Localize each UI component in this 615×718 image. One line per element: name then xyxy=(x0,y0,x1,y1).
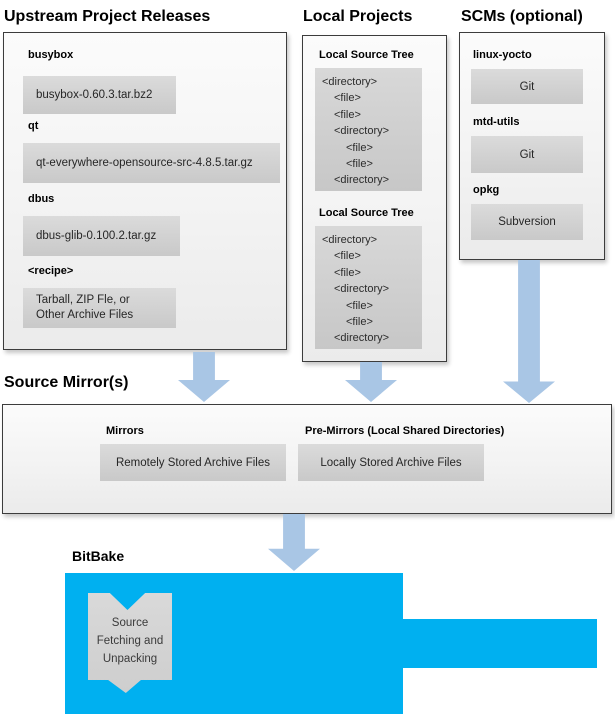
tree-line: <file> xyxy=(334,250,361,263)
scms-panel: linux-yocto Git mtd-utils Git opkg Subve… xyxy=(459,32,605,260)
tree-line: <directory> xyxy=(322,234,378,246)
archive-types-box: Tarball, ZIP Fle, or Other Archive Files xyxy=(23,288,176,328)
scm-type-box: Git xyxy=(471,69,583,104)
tree-line: <directory> xyxy=(322,76,378,88)
tree-line: <directory> xyxy=(334,332,390,345)
tree-line: <directory> xyxy=(334,125,390,138)
scm-recipe-label: mtd-utils xyxy=(473,116,520,128)
local-source-tree-label: Local Source Tree xyxy=(319,49,414,61)
tree-line: <file> xyxy=(346,316,373,329)
scm-type-box: Git xyxy=(471,136,583,173)
tree-line: <file> xyxy=(346,299,373,312)
source-tree-box: <directory> <file> <file> <directory> <f… xyxy=(315,226,422,349)
mirrors-box: Remotely Stored Archive Files xyxy=(100,444,286,481)
mirrors-label: Mirrors xyxy=(106,425,144,437)
tree-line: <file> xyxy=(334,108,361,121)
bitbake-shape-arm xyxy=(403,619,597,668)
source-tree-box: <directory> <file> <file> <directory> <f… xyxy=(315,68,422,191)
tree-line: <file> xyxy=(334,92,361,105)
source-mirrors-title: Source Mirror(s) xyxy=(4,374,129,391)
local-projects-title: Local Projects xyxy=(303,8,413,25)
scm-type-box: Subversion xyxy=(471,204,583,240)
scms-title: SCMs (optional) xyxy=(461,8,583,25)
upstream-releases-panel: busybox busybox-0.60.3.tar.bz2 qt qt-eve… xyxy=(3,32,287,350)
tree-line: <file> xyxy=(334,266,361,279)
recipe-name-label: dbus xyxy=(28,193,55,205)
pre-mirrors-box: Locally Stored Archive Files xyxy=(298,444,484,481)
recipe-name-label: busybox xyxy=(28,49,74,61)
tarball-box: qt-everywhere-opensource-src-4.8.5.tar.g… xyxy=(23,143,280,183)
upstream-releases-title: Upstream Project Releases xyxy=(4,8,211,25)
tree-line: <directory> xyxy=(334,174,390,187)
bitbake-title: BitBake xyxy=(72,548,125,564)
tree-line: <file> xyxy=(346,141,373,154)
down-arrow-icon xyxy=(268,514,320,571)
local-source-tree-label: Local Source Tree xyxy=(319,207,414,219)
down-arrow-icon xyxy=(503,260,555,403)
tree-line: <file> xyxy=(346,158,373,171)
recipe-name-label: <recipe> xyxy=(28,265,74,277)
local-projects-panel: Local Source Tree <directory> <file> <fi… xyxy=(302,35,447,362)
source-mirrors-panel: Mirrors Remotely Stored Archive Files Pr… xyxy=(2,404,612,514)
scm-recipe-label: opkg xyxy=(473,184,500,196)
tree-line: <directory> xyxy=(334,283,390,296)
source-fetching-ribbon: Source Fetching and Unpacking xyxy=(88,593,172,693)
recipe-name-label: qt xyxy=(28,120,39,132)
tarball-box: dbus-glib-0.100.2.tar.gz xyxy=(23,216,180,256)
pre-mirrors-label: Pre-Mirrors (Local Shared Directories) xyxy=(305,425,505,437)
tarball-box: busybox-0.60.3.tar.bz2 xyxy=(23,76,176,114)
down-arrow-icon xyxy=(345,362,397,402)
scm-recipe-label: linux-yocto xyxy=(473,49,532,61)
down-arrow-icon xyxy=(178,352,230,402)
